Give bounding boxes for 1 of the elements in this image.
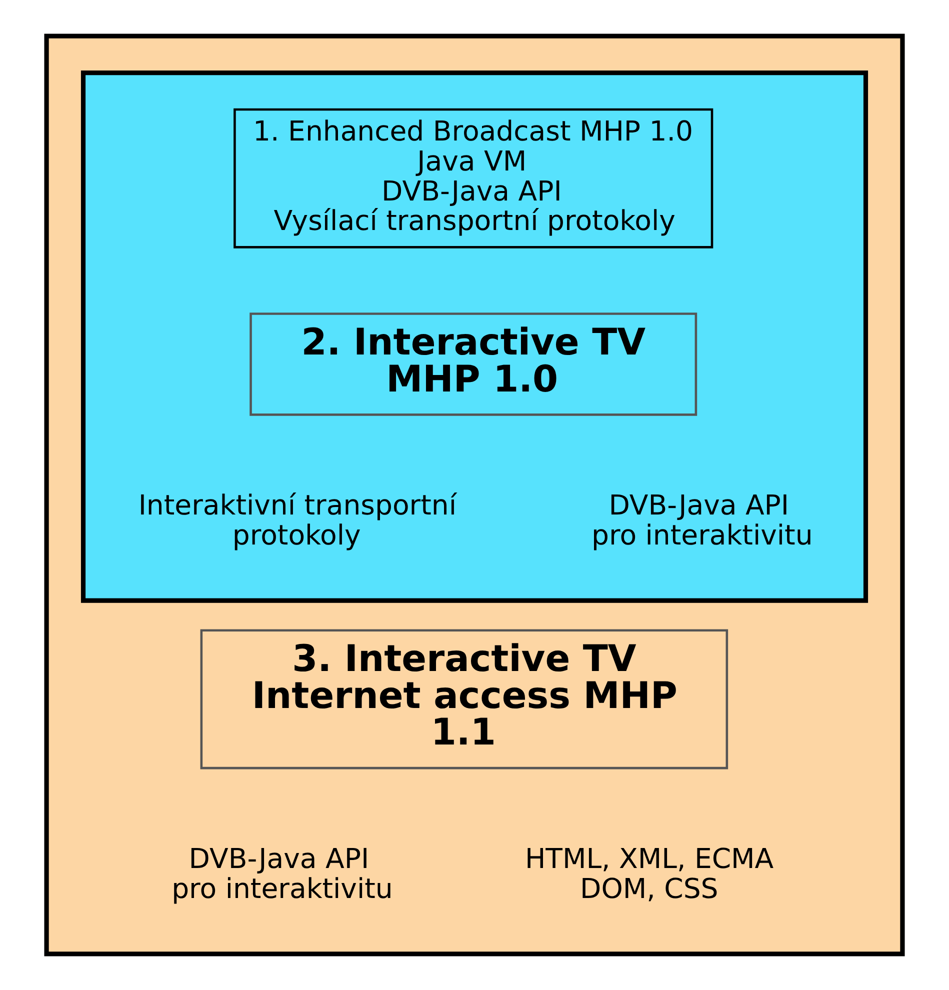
node-box: 1. Enhanced Broadcast MHP 1.0 Java VM DVB-Java API Vysílací transportní protokoly	[234, 108, 714, 248]
